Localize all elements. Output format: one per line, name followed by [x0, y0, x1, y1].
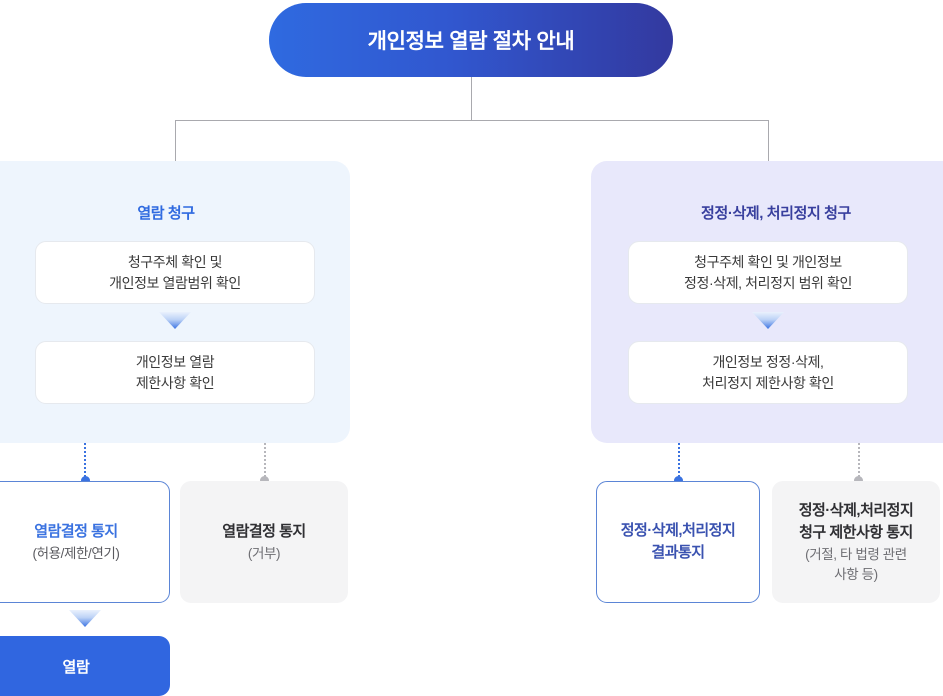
step-text: 개인정보 열람 제한사항 확인	[135, 353, 215, 391]
connector-branch-drop-left	[175, 120, 176, 162]
arrow-down-icon-to-view-action	[69, 610, 101, 627]
final-action-label: 열람	[62, 658, 90, 676]
connector-dotted-view-decision	[84, 443, 86, 481]
step-box-view-restriction-check: 개인정보 열람 제한사항 확인	[35, 341, 315, 404]
result-box-view-decision-notice: 열람결정 통지 (허용/제한/연기)	[0, 481, 170, 603]
step-text: 청구주체 확인 및 개인정보 정정·삭제, 처리정지 범위 확인	[684, 253, 852, 291]
connector-title-stem	[471, 77, 472, 120]
connector-dot-correction-result	[674, 476, 683, 485]
step-text: 청구주체 확인 및 개인정보 열람범위 확인	[109, 253, 241, 291]
connector-dot-correction-restriction	[854, 476, 863, 485]
step-box-correction-restriction-check: 개인정보 정정·삭제, 처리정지 제한사항 확인	[628, 341, 908, 404]
result-box-correction-result-notice: 정정·삭제,처리정지 결과통지	[596, 481, 760, 603]
result-subtitle: (거부)	[247, 545, 281, 561]
step-box-correction-scope-check: 청구주체 확인 및 개인정보 정정·삭제, 처리정지 범위 확인	[628, 241, 908, 304]
connector-branch-drop-right	[768, 120, 769, 162]
step-box-view-scope-check: 청구주체 확인 및 개인정보 열람범위 확인	[35, 241, 315, 304]
step-text: 개인정보 정정·삭제, 처리정지 제한사항 확인	[702, 353, 834, 391]
connector-dotted-view-refusal	[264, 443, 266, 481]
page-title: 개인정보 열람 절차 안내	[367, 30, 575, 53]
result-box-correction-restriction-notice: 정정·삭제,처리정지 청구 제한사항 통지 (거절, 타 법령 관련 사항 등)	[772, 481, 940, 603]
connector-dotted-correction-result	[678, 443, 680, 481]
flowchart-title-banner: 개인정보 열람 절차 안내	[269, 3, 673, 77]
connector-branch-bar	[175, 120, 769, 121]
result-subtitle: (거절, 타 법령 관련 사항 등)	[805, 546, 907, 582]
final-action-button-view[interactable]: 열람	[0, 636, 170, 696]
result-subtitle: (허용/제한/연기)	[32, 545, 120, 561]
result-title: 정정·삭제,처리정지 결과통지	[620, 521, 736, 561]
result-title: 정정·삭제,처리정지 청구 제한사항 통지	[798, 501, 914, 541]
result-title: 열람결정 통지	[34, 522, 118, 540]
result-title: 열람결정 통지	[222, 522, 306, 540]
connector-dotted-correction-restriction	[858, 443, 860, 481]
result-box-view-decision-refusal: 열람결정 통지 (거부)	[180, 481, 348, 603]
connector-dot-view-decision	[81, 476, 90, 485]
branch-heading-view-request: 열람 청구	[137, 205, 195, 222]
connector-dot-view-refusal	[260, 476, 269, 485]
branch-heading-correction-request: 정정·삭제, 처리정지 청구	[701, 205, 851, 222]
